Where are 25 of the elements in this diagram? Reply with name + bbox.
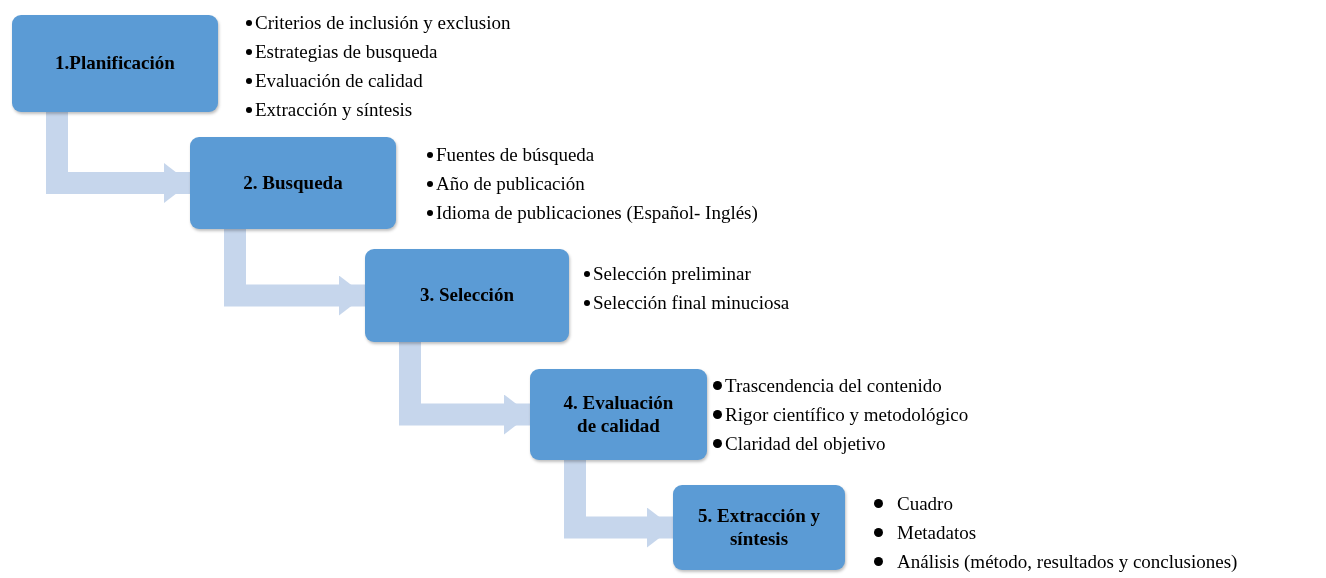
bullet-item: Año de publicación <box>436 172 585 196</box>
bullet-item: Claridad del objetivo <box>725 432 886 456</box>
bullet-item: Rigor científico y metodológico <box>725 403 969 427</box>
step-box <box>530 369 707 460</box>
bullet-item: Trascendencia del contenido <box>725 374 942 398</box>
step-box <box>12 15 218 112</box>
bullet-item: Selección preliminar <box>593 262 751 286</box>
step-title: 1.Planificación <box>55 52 175 75</box>
bullet-item: Estrategias de busqueda <box>255 40 438 64</box>
bullet-item: Análisis (método, resultados y conclusiones) <box>897 550 1238 574</box>
step-title: 5. Extracción y síntesis <box>697 504 821 551</box>
bullet-item: Extracción y síntesis <box>255 98 413 122</box>
step-title: 4. Evaluación de calidad <box>562 391 675 438</box>
bullet-item: Metadatos <box>897 521 977 545</box>
step-title: 2. Busqueda <box>243 171 343 195</box>
bullet-item: Selección final minuciosa <box>593 291 790 315</box>
bullet-item: Evaluación de calidad <box>255 69 423 93</box>
bullet-item: Fuentes de búsqueda <box>436 143 595 167</box>
bullet-item: Idioma de publicaciones (Español- Inglés) <box>436 201 758 225</box>
bullet-item: Cuadro <box>897 492 953 516</box>
step-title: 3. Selección <box>420 284 514 307</box>
step-box <box>365 249 569 342</box>
step-box <box>190 137 396 229</box>
bullet-item: Criterios de inclusión y exclusion <box>255 11 511 35</box>
step-box <box>673 485 845 570</box>
